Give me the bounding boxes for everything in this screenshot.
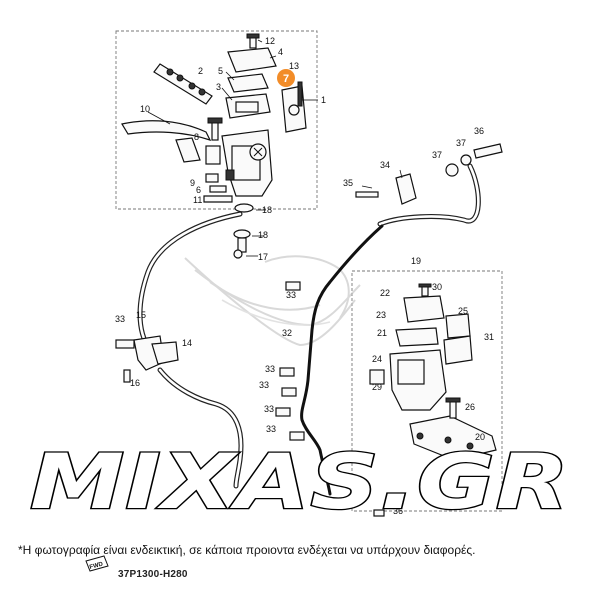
callout-8: 8 [194, 132, 199, 142]
callout-18-lower: 18 [258, 230, 268, 240]
callout-14: 14 [182, 338, 192, 348]
watermark-text: MIXAS.GR [30, 437, 570, 526]
callout-26: 26 [465, 402, 475, 412]
callout-35: 35 [343, 178, 353, 188]
callout-15: 15 [136, 310, 146, 320]
callout-33-f: 33 [266, 424, 276, 434]
callout-33-c: 33 [265, 364, 275, 374]
fwd-indicator: FWD [85, 555, 109, 572]
callout-21: 21 [377, 328, 387, 338]
callout-23: 23 [376, 310, 386, 320]
callout-31: 31 [484, 332, 494, 342]
callout-30: 30 [432, 282, 442, 292]
callout-13: 13 [289, 61, 299, 71]
callout-labels: 1 2 3 4 5 6 8 9 10 11 12 13 14 15 16 17 … [115, 36, 494, 516]
callout-10: 10 [140, 104, 150, 114]
callout-12: 12 [265, 36, 275, 46]
callout-20: 20 [475, 432, 485, 442]
caliper-group-box [351, 270, 503, 512]
callout-17: 17 [258, 252, 268, 262]
callout-24: 24 [372, 354, 382, 364]
callout-3: 3 [216, 82, 221, 92]
leader-lines [147, 39, 403, 257]
callout-2: 2 [198, 66, 203, 76]
callout-29: 29 [372, 382, 382, 392]
callout-1: 1 [321, 95, 326, 105]
callout-11: 11 [193, 195, 202, 205]
callout-34: 34 [380, 160, 390, 170]
callout-36-lower: 36 [393, 506, 403, 516]
callout-25: 25 [458, 306, 468, 316]
callout-33-b: 33 [115, 314, 125, 324]
callout-9: 9 [190, 178, 195, 188]
disclaimer-caption: *Η φωτογραφία είναι ενδεικτική, σε κάποι… [18, 543, 476, 557]
mixas-watermark: MIXAS.GR [29, 436, 571, 528]
hose-clips [275, 281, 305, 441]
highlighted-part-7: 7 [277, 69, 295, 87]
bolts-and-washers [233, 143, 503, 517]
callout-33-e: 33 [264, 404, 274, 414]
callout-37-lower: 37 [432, 150, 442, 160]
callout-33-a: 33 [286, 290, 296, 300]
master-cylinder-group-box [115, 30, 318, 210]
hose-bracket-left [115, 335, 179, 383]
callout-22: 22 [380, 288, 390, 298]
callout-37-upper: 37 [456, 138, 466, 148]
callout-33-d: 33 [259, 380, 269, 390]
callout-16: 16 [130, 378, 140, 388]
callout-18-upper: 18 [262, 205, 272, 215]
callout-6: 6 [196, 185, 201, 195]
callout-19: 19 [411, 256, 421, 266]
drawing-code: 37P1300-H280 [118, 569, 188, 580]
callout-5: 5 [218, 66, 223, 76]
callout-4: 4 [278, 47, 283, 57]
highlight-label: 7 [283, 73, 289, 85]
callout-32: 32 [282, 328, 292, 338]
callout-36-upper: 36 [474, 126, 484, 136]
background-swoosh-art [184, 255, 361, 347]
master-cylinder-assembly [121, 33, 307, 203]
caliper-assembly [369, 283, 497, 461]
brake-hoses [137, 163, 481, 496]
fwd-label: FWD [89, 561, 104, 571]
